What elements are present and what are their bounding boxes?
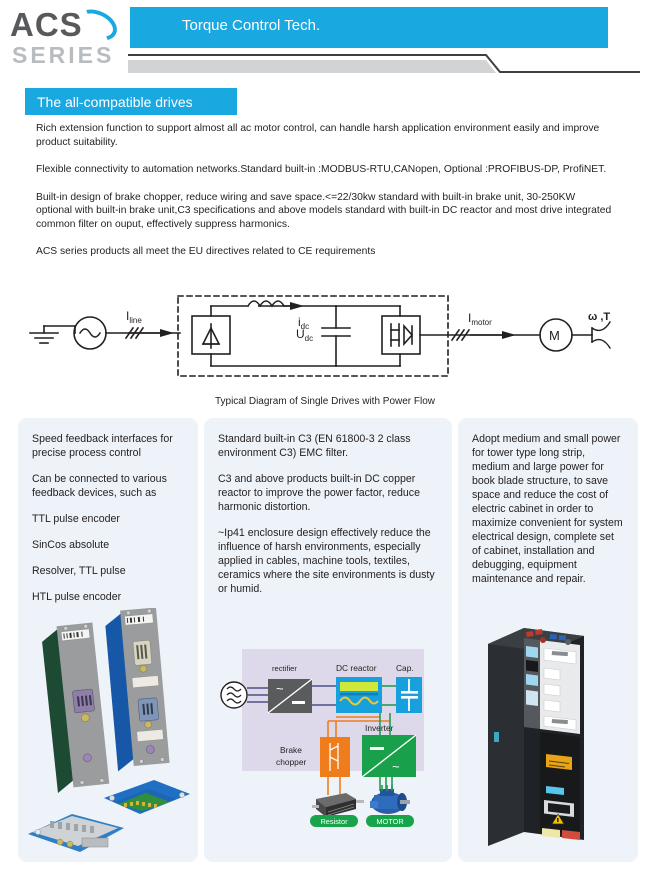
intro-paragraph: Built-in design of brake chopper, reduce…	[36, 191, 612, 230]
brake-chopper-label-line2: chopper	[276, 757, 306, 767]
feature-card-cabinet-design: Adopt medium and small power for tower t…	[458, 418, 638, 862]
feature-card-emc-filter: Standard built-in C3 (EN 61800-3 2 class…	[204, 418, 452, 862]
svg-text:Resistor: Resistor	[320, 817, 348, 826]
feature-columns: Speed feedback interfaces for precise pr…	[18, 418, 638, 862]
feature-card-speed-feedback: Speed feedback interfaces for precise pr…	[18, 418, 198, 862]
card-2-paragraph: ~Ip41 enclosure design effectively reduc…	[218, 527, 435, 595]
rectifier-label: rectifier	[272, 664, 297, 673]
resistor-badge: Resistor	[310, 815, 358, 827]
card-3-paragraph: Adopt medium and small power for tower t…	[472, 433, 623, 585]
label-i-line: Iline	[126, 309, 142, 325]
card-2-paragraph: Standard built-in C3 (EN 61800-3 2 class…	[218, 433, 411, 459]
title-bar: Torque Control Tech.	[130, 7, 608, 48]
card-1-paragraph: Speed feedback interfaces for precise pr…	[32, 433, 173, 459]
logo-acs-text: ACS	[10, 6, 83, 43]
section-banner: The all-compatible drives	[25, 88, 237, 115]
label-omega-torque: ω ,T	[588, 311, 610, 323]
card-1-list-item: HTL pulse encoder	[32, 591, 122, 603]
inverter-label: Inverter	[365, 723, 394, 733]
label-motor-m: M	[549, 328, 560, 343]
card-1-text: Speed feedback interfaces for precise pr…	[32, 432, 184, 616]
header-decorative-rule	[128, 50, 640, 76]
card-3-text: Adopt medium and small power for tower t…	[472, 432, 624, 598]
power-flow-circuit-diagram: Iline idc Udc Imotor M ω ,T	[0, 288, 650, 408]
card-1-paragraph: Can be connected to various feedback dev…	[32, 473, 167, 499]
rectifier-ac-symbol: ~	[276, 681, 284, 696]
card-2-text: Standard built-in C3 (EN 61800-3 2 class…	[218, 432, 440, 608]
drive-module-photo	[480, 614, 620, 854]
intro-paragraph: Rich extension function to support almos…	[36, 123, 600, 148]
intro-paragraph: Flexible connectivity to automation netw…	[36, 164, 607, 175]
motor-badge: MOTOR	[366, 815, 414, 827]
intro-paragraph: ACS series products all meet the EU dire…	[36, 246, 376, 257]
brake-chopper-label-line1: Brake	[280, 745, 302, 755]
label-u-dc: Udc	[296, 327, 313, 343]
label-i-motor: Imotor	[468, 311, 492, 327]
svg-text:MOTOR: MOTOR	[376, 817, 403, 826]
page-title: Torque Control Tech.	[182, 17, 321, 34]
section-banner-title: The all-compatible drives	[37, 94, 193, 110]
diagram-caption: Typical Diagram of Single Drives with Po…	[214, 396, 436, 407]
cap-label: Cap.	[396, 663, 414, 673]
card-1-list-item: TTL pulse encoder	[32, 513, 120, 525]
card-1-list-item: Resolver, TTL pulse	[32, 565, 126, 577]
logo-series-text: SERIES	[12, 42, 120, 68]
label-i-dc: idc	[298, 315, 309, 331]
dc-reactor-label: DC reactor	[336, 663, 377, 673]
inverter-ac-symbol: ~	[392, 759, 400, 774]
acs-series-logo: ACS SERIES	[10, 3, 122, 70]
card-2-paragraph: C3 and above products built-in DC copper…	[218, 473, 420, 513]
encoder-module-photo	[26, 607, 198, 858]
page-header: ACS SERIES Torque Control Tech.	[0, 0, 650, 80]
power-stage-block-diagram: ~ rectifier DC reactor	[220, 643, 436, 833]
card-1-list-item: SinCos absolute	[32, 539, 110, 551]
intro-paragraphs: Rich extension function to support almos…	[36, 122, 614, 273]
